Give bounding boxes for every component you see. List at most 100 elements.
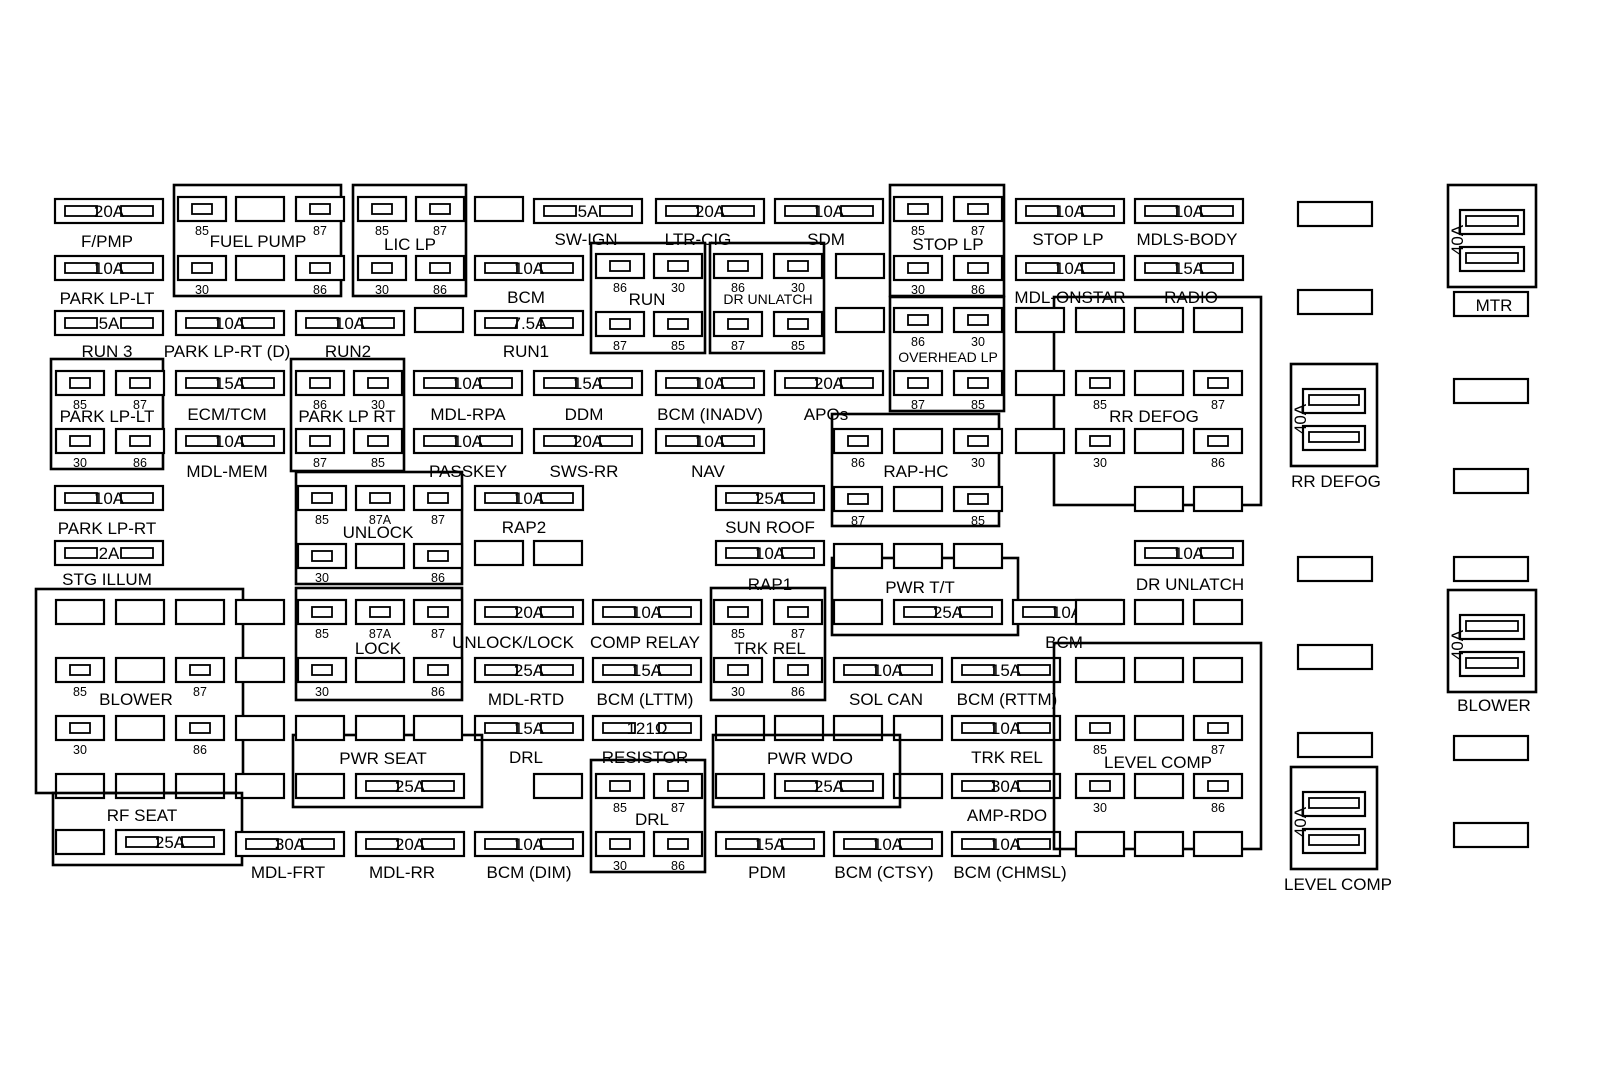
pin-number: 30	[613, 859, 627, 873]
empty-slot	[832, 542, 884, 570]
empty-slot	[952, 542, 1004, 570]
pin-number: 30	[971, 335, 985, 349]
terminal-blade	[1089, 722, 1111, 734]
maxi-fuse-ampere: 40A	[1448, 629, 1467, 660]
fuse-label: UNLOCK/LOCK	[452, 633, 575, 652]
fuse-blade	[840, 377, 874, 389]
maxi-fuse-label: RR DEFOG	[1291, 472, 1381, 491]
fuse-ampere: 10A	[215, 314, 246, 333]
terminal-blade	[847, 435, 869, 447]
fuse-label: BCM (CTSY)	[834, 863, 933, 882]
relay-label: LOCK	[355, 639, 402, 658]
fuse-label: STG ILLUM	[62, 570, 152, 589]
empty-slot	[1133, 656, 1185, 684]
maxi-fuse-blade	[1465, 657, 1519, 669]
empty-slot	[1192, 598, 1244, 626]
fuse-ampere: 10A	[755, 544, 786, 563]
pin-number: 87	[971, 224, 985, 238]
pin-number: 85	[1093, 743, 1107, 757]
fuse-blade	[120, 262, 154, 274]
fuse-blade	[840, 205, 874, 217]
terminal-blade	[609, 780, 631, 792]
terminal-blade	[129, 435, 151, 447]
relay-label: LIC LP	[384, 235, 436, 254]
empty-slot	[1133, 598, 1185, 626]
fuse-blade	[125, 836, 159, 848]
fuse-blade	[840, 780, 874, 792]
pin-number: 85	[315, 627, 329, 641]
empty-slot	[1452, 821, 1530, 849]
relay-terminal	[952, 427, 1004, 455]
empty-slot	[294, 714, 346, 742]
fuse-label: BCM (RTTM)	[957, 690, 1058, 709]
fuse-label: RUN 3	[81, 342, 132, 361]
pin-number: 30	[73, 456, 87, 470]
fuse-ampere: 10A	[873, 661, 904, 680]
fuse-label: SOL CAN	[849, 690, 923, 709]
fuse-blade	[1025, 205, 1059, 217]
terminal-blade	[309, 262, 331, 274]
empty-slot	[1296, 288, 1374, 316]
relay-frame	[830, 412, 1001, 528]
empty-slot	[1074, 830, 1126, 858]
fuse-blade	[665, 435, 699, 447]
pin-number: 87	[433, 224, 447, 238]
relay-frame	[888, 295, 1006, 413]
relay-frame	[294, 586, 464, 702]
fuse-blade	[725, 838, 759, 850]
pin-number: 85	[731, 627, 745, 641]
relay-terminal	[892, 306, 944, 334]
empty-slot	[1133, 369, 1185, 397]
fuse-blade	[843, 664, 877, 676]
fuse-blade	[599, 205, 633, 217]
fuse-label: RUN2	[325, 342, 371, 361]
fuse-blade	[1017, 838, 1051, 850]
fuse-label: BCM (DIM)	[487, 863, 572, 882]
empty-slot	[354, 542, 406, 570]
terminal-blade	[309, 377, 331, 389]
terminal-blade	[309, 203, 331, 215]
fuse-ampere: 10A	[991, 835, 1022, 854]
fuse-ampere: 10A	[1174, 544, 1205, 563]
pin-number: 30	[1093, 801, 1107, 815]
terminal-blade	[429, 262, 451, 274]
fuse-ampere: 25A	[395, 777, 426, 796]
terminal-blade	[787, 318, 809, 330]
terminal-blade	[967, 203, 989, 215]
fuse-blade	[1200, 262, 1234, 274]
fuse-blade	[120, 205, 154, 217]
fuse-label: RAP1	[748, 575, 792, 594]
terminal-blade	[1089, 780, 1111, 792]
terminal-blade	[967, 314, 989, 326]
fuse-ampere: 15A	[573, 374, 604, 393]
maxi-fuse-blade	[1308, 431, 1360, 443]
empty-slot	[1074, 656, 1126, 684]
pin-number: 85	[73, 398, 87, 412]
fuse-blade	[721, 205, 755, 217]
maxi-fuse-frame	[1446, 588, 1538, 694]
fuse-label: RESISTOR	[602, 748, 689, 767]
fuse-blade	[241, 317, 275, 329]
fuse-blade	[120, 547, 154, 559]
fuse-blade	[1200, 547, 1234, 559]
pin-number: 85	[971, 514, 985, 528]
fuse-label: MDL-MEM	[186, 462, 267, 481]
fuse-ampere: 10A	[215, 432, 246, 451]
fuse-blade	[899, 838, 933, 850]
fuse-label: PARK LP-RT	[58, 519, 157, 538]
maxi-fuse-blade	[1308, 394, 1360, 406]
fuse-blade	[1022, 606, 1056, 618]
relay-label: OVERHEAD LP	[898, 349, 998, 365]
terminal-blade	[369, 606, 391, 618]
fuse-blade	[484, 606, 518, 618]
terminal-blade	[69, 664, 91, 676]
